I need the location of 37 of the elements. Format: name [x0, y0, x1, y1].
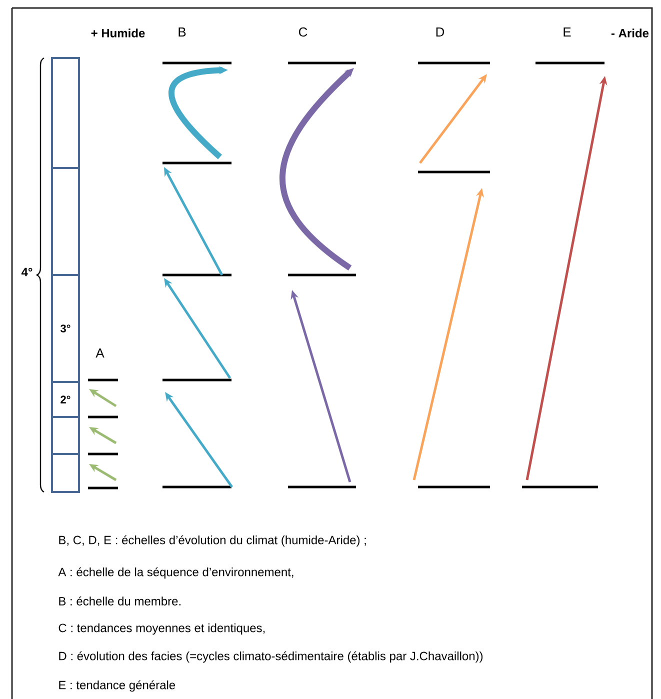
level-line	[88, 416, 118, 418]
level-line	[288, 62, 356, 64]
legend-text: A : échelle de la séquence d’environnement,	[58, 567, 294, 579]
stratigraphic-cell	[51, 57, 80, 169]
legend-text: C : tendances moyennes et identiques,	[58, 623, 265, 635]
stratigraphic-cell	[51, 167, 80, 276]
column-heading: - Aride	[611, 28, 649, 38]
stratigraphic-cell: 3°	[51, 274, 80, 383]
level-line	[162, 486, 232, 488]
level-line	[162, 162, 232, 164]
legend-text: B : échelle du membre.	[59, 596, 180, 606]
column-heading: B	[178, 28, 186, 36]
level-line	[418, 62, 490, 64]
level-line	[418, 170, 490, 174]
legend-text: E : tendance générale	[59, 680, 176, 692]
level-line	[418, 486, 490, 488]
level-line	[162, 62, 232, 64]
column-heading: C	[298, 27, 308, 37]
column-heading: D	[436, 28, 444, 36]
order-label: 4°	[21, 268, 32, 276]
level-line	[288, 486, 356, 488]
column-heading: + Humide	[91, 28, 145, 38]
stratigraphic-cell: 2°	[51, 381, 80, 418]
stratigraphic-cell	[51, 453, 80, 493]
level-line	[288, 274, 356, 276]
level-line	[522, 486, 598, 488]
stratigraphic-cell	[51, 416, 80, 455]
level-line	[162, 378, 232, 382]
level-line	[536, 62, 604, 64]
legend-text: B, C, D, E : échelles d’évolution du climat (humide-Aride) ;	[59, 535, 366, 547]
level-line	[162, 274, 232, 276]
column-heading: E	[564, 28, 571, 36]
level-line	[88, 486, 118, 490]
level-line	[88, 378, 118, 382]
level-line	[88, 452, 118, 456]
column-heading: A	[96, 348, 104, 358]
legend-text: D : évolution des facies (=cycles climato-sédimentaire (établis par J.Chavaillon))	[59, 651, 483, 663]
